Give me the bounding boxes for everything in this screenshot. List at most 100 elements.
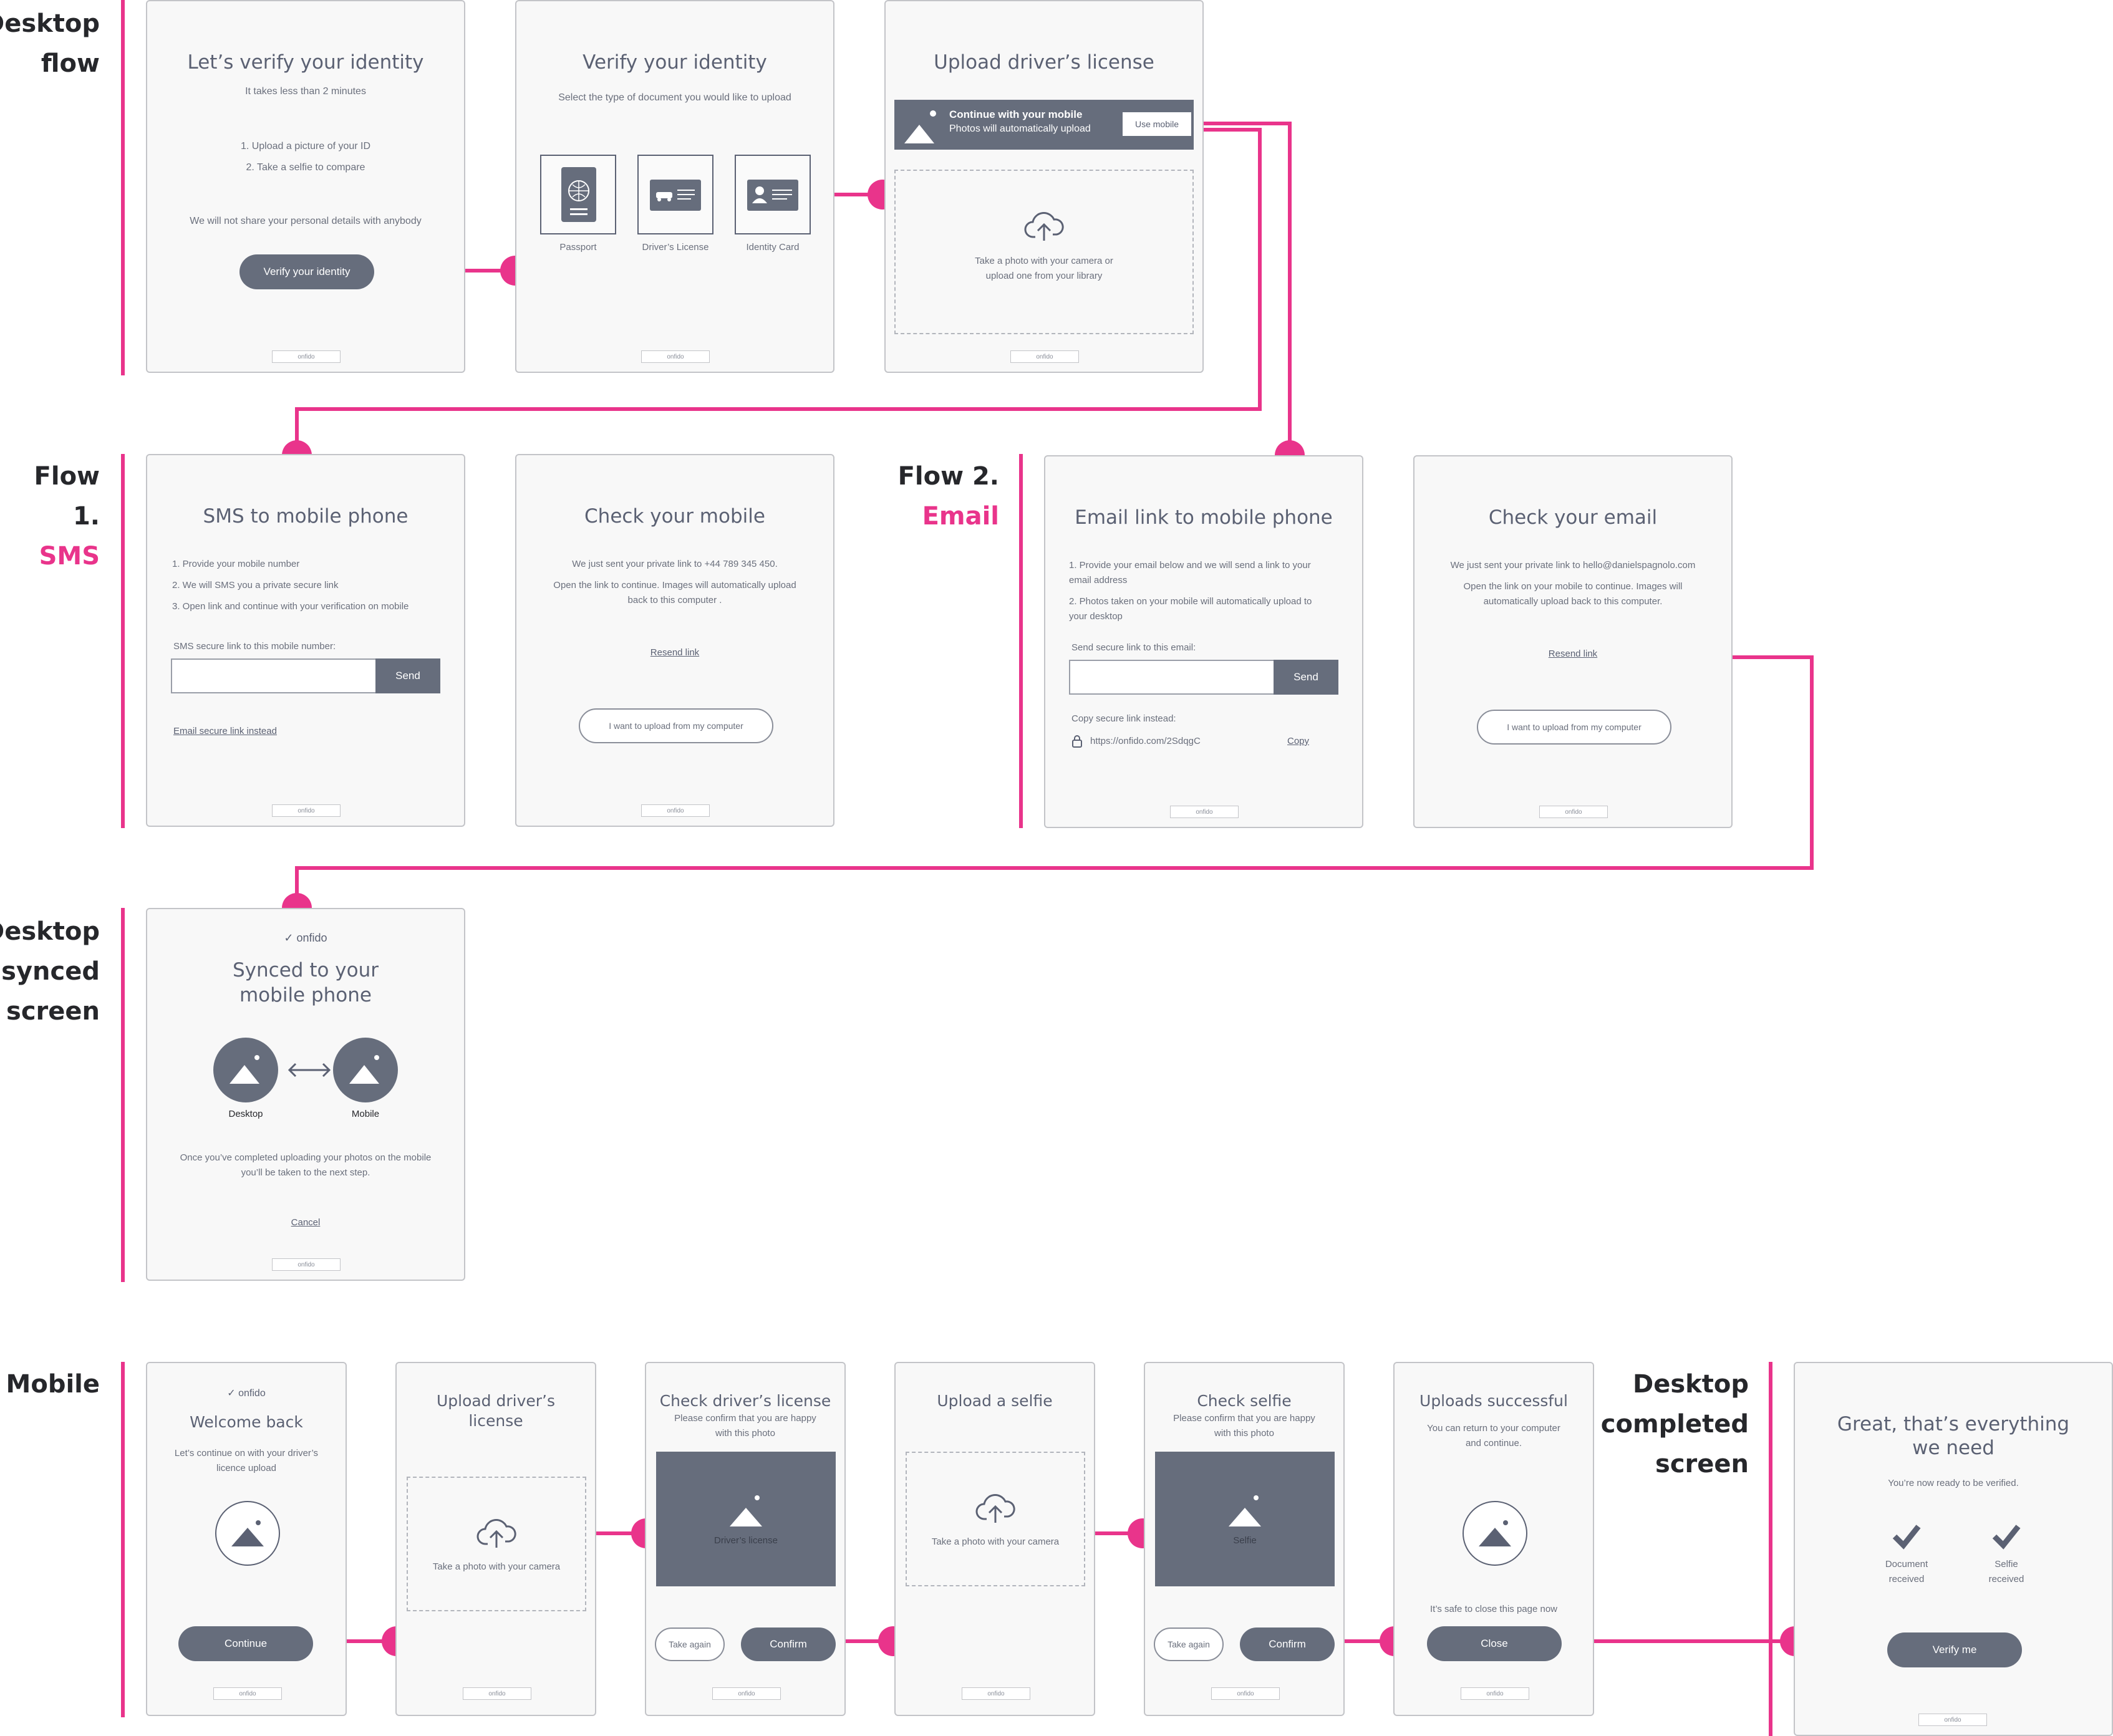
device-label: Desktop xyxy=(228,1109,263,1119)
screen-synced: ✓ onfido Synced to your mobile phone Des… xyxy=(146,908,465,1281)
screen-upload-license: Upload driver’s license Continue with yo… xyxy=(884,0,1204,373)
screen-title: Check your email xyxy=(1488,506,1658,529)
step-text: 1. Upload a picture of your ID xyxy=(240,141,371,152)
send-sms-button[interactable]: Send xyxy=(375,658,440,693)
field-label: Send secure link to this email: xyxy=(1071,642,1196,653)
section-divider xyxy=(121,454,125,828)
body-text: It’s safe to close this page now xyxy=(1429,1604,1557,1614)
upload-dropzone[interactable]: Take a photo with your camera or upload … xyxy=(894,170,1194,334)
verify-me-button[interactable]: Verify me xyxy=(1887,1632,2022,1667)
screen-select-document: Verify your identity Select the type of … xyxy=(515,0,834,373)
image-icon xyxy=(904,110,936,143)
photo-label: Driver’s license xyxy=(714,1535,778,1546)
section-label-flow1: Flow 1.SMS xyxy=(34,462,100,571)
upload-dropzone[interactable]: Take a photo with your camera xyxy=(906,1452,1085,1586)
instruction: 1. Provide your mobile number xyxy=(172,559,300,569)
mobile-welcome-back: ✓ onfido Welcome back Let’s continue on … xyxy=(146,1362,347,1716)
upload-from-computer-button[interactable]: I want to upload from my computer xyxy=(1477,710,1671,745)
connector-email-to-synced xyxy=(295,655,1814,908)
passport-option[interactable] xyxy=(540,155,616,234)
license-photo-preview: Driver’s license xyxy=(656,1452,836,1586)
section-label-flow2: Flow 2.Email xyxy=(897,462,999,531)
body-text: Please confirm that you are happy xyxy=(674,1413,816,1424)
mobile-upload-license: Upload driver’s license Take a photo wit… xyxy=(395,1362,596,1716)
drivers-license-option[interactable] xyxy=(637,155,713,234)
screen-title: Email link to mobile phone xyxy=(1075,506,1333,529)
instruction: 3. Open link and continue with your veri… xyxy=(172,601,409,612)
take-again-button[interactable]: Take again xyxy=(655,1628,725,1661)
screen-title: Check your mobile xyxy=(584,505,765,528)
screen-sms: SMS to mobile phone 1. Provide your mobi… xyxy=(146,454,465,827)
screen-verify-intro: Let’s verify your identity It takes less… xyxy=(146,0,465,373)
onfido-badge: onfido xyxy=(272,1258,341,1271)
check-icon: ✓ xyxy=(227,1388,239,1399)
resend-link[interactable]: Resend link xyxy=(650,647,700,658)
image-icon xyxy=(213,1038,278,1102)
body-text: We just sent your private link to hello@… xyxy=(1450,560,1696,571)
upload-text: Take a photo with your camera xyxy=(432,1561,561,1572)
body-text: back to this computer . xyxy=(627,595,722,605)
selfie-photo-preview: Selfie xyxy=(1155,1452,1335,1586)
image-icon xyxy=(1229,1495,1261,1526)
onfido-badge: onfido xyxy=(1010,350,1079,363)
cancel-link[interactable]: Cancel xyxy=(291,1217,321,1228)
email-input[interactable] xyxy=(1069,660,1275,695)
continue-button[interactable]: Continue xyxy=(178,1626,313,1661)
screen-title: Verify your identity xyxy=(583,51,767,74)
send-email-button[interactable]: Send xyxy=(1274,660,1338,695)
screen-title: Uploads successful xyxy=(1419,1392,1568,1410)
screen-check-email: Check your email We just sent your priva… xyxy=(1413,455,1733,828)
connector-to-flow1 xyxy=(295,128,1262,455)
drivers-license-icon xyxy=(650,180,701,211)
screen-title: Upload a selfie xyxy=(937,1392,1053,1410)
resend-link[interactable]: Resend link xyxy=(1548,649,1598,659)
screen-completed: Great, that’s everything we need You’re … xyxy=(1794,1362,2113,1736)
screen-title: we need xyxy=(1912,1437,1995,1459)
take-again-button[interactable]: Take again xyxy=(1154,1628,1224,1661)
instruction: your desktop xyxy=(1069,611,1123,622)
lock-icon xyxy=(1072,735,1082,748)
instruction: 2. We will SMS you a private secure link xyxy=(172,580,339,591)
upload-dropzone[interactable]: Take a photo with your camera xyxy=(407,1477,586,1611)
onfido-badge: onfido xyxy=(1539,806,1608,818)
image-icon xyxy=(730,1495,762,1526)
check-icon: ✓ xyxy=(284,932,297,944)
body-text: Let’s continue on with your driver’s xyxy=(174,1448,319,1459)
screen-title: Let’s verify your identity xyxy=(187,51,424,74)
banner-subtitle: Photos will automatically upload xyxy=(949,123,1091,134)
instruction: 1. Provide your email below and we will … xyxy=(1069,560,1311,571)
copy-link-button[interactable]: Copy xyxy=(1287,736,1310,746)
screen-title: Welcome back xyxy=(190,1413,303,1431)
doc-label: Identity Card xyxy=(746,242,800,253)
use-mobile-button[interactable]: Use mobile xyxy=(1123,112,1191,136)
verify-identity-button[interactable]: Verify your identity xyxy=(239,254,374,289)
secure-url: https://onfido.com/2SdqgC xyxy=(1090,736,1201,746)
cloud-upload-icon xyxy=(975,1494,1015,1523)
device-label: Mobile xyxy=(351,1109,380,1119)
section-label-desktop-flow: Desktopflow xyxy=(0,9,100,78)
identity-card-icon xyxy=(747,180,798,211)
screen-email: Email link to mobile phone 1. Provide yo… xyxy=(1044,455,1363,828)
identity-card-option[interactable] xyxy=(735,155,811,234)
confirm-button[interactable]: Confirm xyxy=(1240,1628,1335,1661)
doc-label: Passport xyxy=(559,242,597,253)
image-icon xyxy=(1463,1501,1527,1566)
body-text: and continue. xyxy=(1465,1438,1522,1449)
section-divider xyxy=(121,908,125,1282)
email-instead-link[interactable]: Email secure link instead xyxy=(173,726,277,736)
phone-input[interactable] xyxy=(171,658,377,693)
close-button[interactable]: Close xyxy=(1427,1626,1562,1661)
upload-from-computer-button[interactable]: I want to upload from my computer xyxy=(579,708,773,743)
passport-icon xyxy=(561,167,596,222)
confirm-button[interactable]: Confirm xyxy=(741,1628,836,1661)
cloud-upload-icon xyxy=(476,1519,516,1548)
section-label-desktop-synced: Desktopsyncedscreen xyxy=(0,917,100,1026)
onfido-badge: onfido xyxy=(1461,1687,1529,1700)
section-label-mobile: Mobile xyxy=(6,1370,100,1399)
body-text: Once you’ve completed uploading your pho… xyxy=(180,1152,432,1163)
mobile-uploads-successful: Uploads successful You can return to you… xyxy=(1393,1362,1594,1716)
status-label: received xyxy=(1888,1574,1925,1584)
cloud-upload-icon xyxy=(1024,212,1064,241)
screen-title: Upload driver’s xyxy=(436,1392,556,1410)
